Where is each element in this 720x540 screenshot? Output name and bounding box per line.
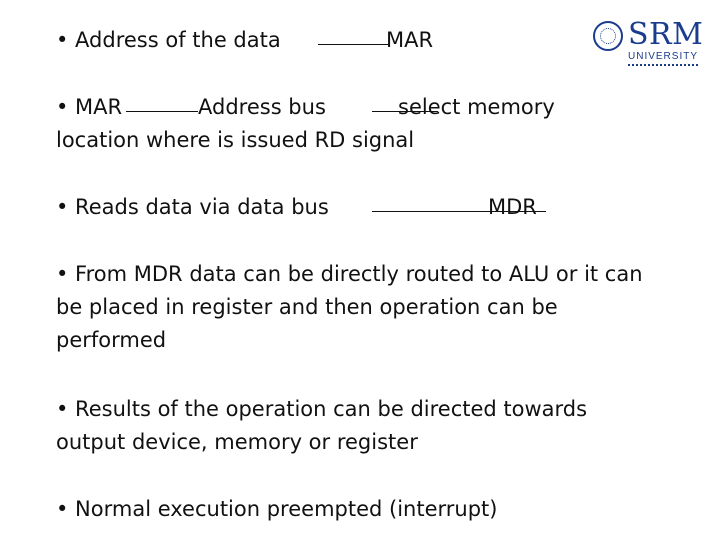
bullet-text: • Address of the data bbox=[56, 28, 281, 52]
arrow-line bbox=[126, 111, 198, 112]
logo-tagline-strip bbox=[628, 64, 698, 69]
bullet-text: • MAR bbox=[56, 95, 123, 119]
srm-university-logo: SRM UNIVERSITY bbox=[590, 17, 704, 76]
arrow-line bbox=[372, 111, 438, 112]
logo-name: SRM bbox=[628, 17, 704, 52]
bullet-text: • Reads data via data bus bbox=[56, 195, 329, 219]
arrow-line bbox=[372, 211, 546, 212]
arrow-line bbox=[318, 44, 390, 45]
bullet-middle: Address bus bbox=[198, 95, 326, 119]
bullet-from-mdr: • From MDR data can be directly routed t… bbox=[56, 262, 643, 352]
logo-subtitle: UNIVERSITY bbox=[628, 51, 699, 62]
bullet-results: • Results of the operation can be direct… bbox=[56, 397, 588, 454]
bullet-target: MAR bbox=[386, 28, 434, 52]
bullet-target: MDR bbox=[488, 195, 537, 219]
bullet-target: select memory bbox=[398, 95, 555, 119]
bullet-normal-execution: • Normal execution preempted (interrupt) bbox=[56, 497, 498, 521]
seal-icon bbox=[593, 21, 623, 51]
bullet-continuation: location where is issued RD signal bbox=[56, 128, 415, 152]
